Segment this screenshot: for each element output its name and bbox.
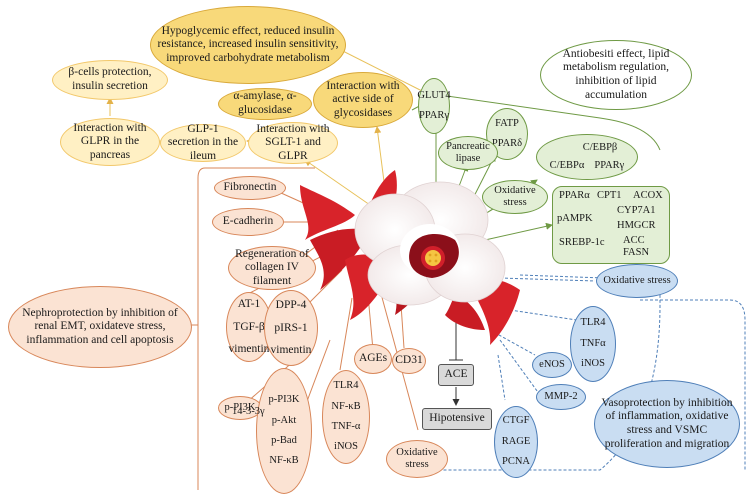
pi3k-akt-pathway-node: p-PI3K p-Akt p-Bad NF-κB <box>256 368 312 494</box>
oxidative-stress-green-node: Oxidative stress <box>482 180 548 214</box>
sglt1-node: Interaction with SGLT-1 and GLPR <box>248 122 338 164</box>
rage-label: RAGE <box>501 435 531 447</box>
oxidative-stress-orange-node: Oxidative stress <box>386 440 448 478</box>
fibronectin-node: Fibronectin <box>214 176 286 200</box>
pancreatic-lipase-node: Pancreatic lipase <box>438 136 498 170</box>
at1-label: AT-1 <box>237 297 261 310</box>
ecadherin-node: E-cadherin <box>212 208 284 236</box>
fatp-label: FATP <box>495 117 519 129</box>
vimentin-label-2: vimentin <box>270 343 312 356</box>
pakt-label: p-Akt <box>271 414 297 426</box>
tgfb-label: TGF-β <box>233 321 265 334</box>
nfkb-label-1: NF-κB <box>269 455 299 467</box>
lipid-pathway-box: PPARα CPT1 ACOX pAMPK CYP7A1 HMGCR SREBP… <box>552 186 670 264</box>
ages-node: AGEs <box>354 344 392 374</box>
cd31-node: CD31 <box>392 348 426 374</box>
nephroprotection-node: Nephroprotection by inhibition of renal … <box>8 286 192 368</box>
tnfa-label: TNF-α <box>331 421 361 432</box>
vimentin-label-1: vimentin <box>228 342 270 355</box>
mmp2-node: MMP-2 <box>536 384 586 410</box>
ctgf-label: CTGF <box>502 415 530 427</box>
ace-box: ACE <box>438 364 474 386</box>
acox-label: ACOX <box>633 190 663 201</box>
antiobesity-effect-node: Antiobesiti effect, lipid metabolism reg… <box>540 40 692 110</box>
fasn-label: FASN <box>623 247 650 258</box>
dpp4-label: DPP-4 <box>275 298 307 311</box>
cyp7a1-label: CYP7A1 <box>617 205 656 216</box>
glut4-label: GLUT4 <box>417 89 451 101</box>
tlr4-blue-label: TLR4 <box>580 317 606 329</box>
tlr4-label: TLR4 <box>333 380 359 392</box>
pirs1-label: pIRS-1 <box>274 322 308 335</box>
pcna-label: PCNA <box>501 456 530 468</box>
ppar-gamma-2-label: PPARγ <box>594 160 625 171</box>
dpp4-pirs1-vimentin-node: DPP-4 pIRS-1 vimentin <box>264 290 318 366</box>
ppi3k-label: p-PI3K <box>268 394 300 406</box>
14-3-3-label: 14-3-3γ <box>232 406 265 417</box>
hmgcr-label: HMGCR <box>617 220 656 231</box>
ctgf-rage-pcna-node: CTGF RAGE PCNA <box>494 406 538 478</box>
glpr-pancreas-node: Interaction with GLPR in the pancreas <box>60 118 160 166</box>
vasoprotection-node: Vasoprotection by inhibition of inflamma… <box>594 380 740 468</box>
enos-node: eNOS <box>532 352 572 378</box>
tlr4-tnfa-inos-node: TLR4 TNFα iNOS <box>570 306 616 382</box>
glut4-node: GLUT4 PPARγ <box>417 78 451 134</box>
active-side-node: Interaction with active side of glycosid… <box>313 72 413 128</box>
oxidative-stress-blue-node: Oxidative stress <box>596 264 678 298</box>
hibiscus-flower-illustration <box>300 170 520 345</box>
inos-label: iNOS <box>334 441 358 453</box>
beta-cells-node: β-cells protection, insulin secretion <box>52 60 168 100</box>
inos-blue-label: iNOS <box>581 358 605 370</box>
nfkb-label-2: NF-κB <box>331 400 361 412</box>
pampk-label: pAMPK <box>557 213 593 224</box>
hipotensive-box: Hipotensive <box>422 408 492 430</box>
ppar-alpha-label: PPARα <box>559 190 590 201</box>
cebp-beta-label: C/EBPβ <box>582 141 618 153</box>
tnfa-blue-label: TNFα <box>580 337 606 349</box>
acc-label: ACC <box>623 235 645 246</box>
pbad-label: p-Bad <box>271 435 297 446</box>
ppar-delta-label: PPARδ <box>491 138 523 149</box>
ppar-gamma-label: PPARγ <box>419 110 449 121</box>
hypoglycemic-effect-node: Hypoglycemic effect, reduced insulin res… <box>150 6 346 84</box>
cebp-node: C/EBPβ C/EBPα PPARγ <box>536 134 638 180</box>
cpt1-label: CPT1 <box>597 190 622 201</box>
tlr4-pathway-node: TLR4 NF-κB TNF-α iNOS <box>322 370 370 464</box>
glp1-node: GLP-1 secretion in the ileum <box>160 123 246 162</box>
collagen-node: Regeneration of collagen IV filament <box>228 246 316 290</box>
amylase-node: α-amylase, α-glucosidase <box>218 88 312 120</box>
srebp-label: SREBP-1c <box>559 237 605 248</box>
cebp-alpha-label: C/EBPα <box>549 160 585 171</box>
